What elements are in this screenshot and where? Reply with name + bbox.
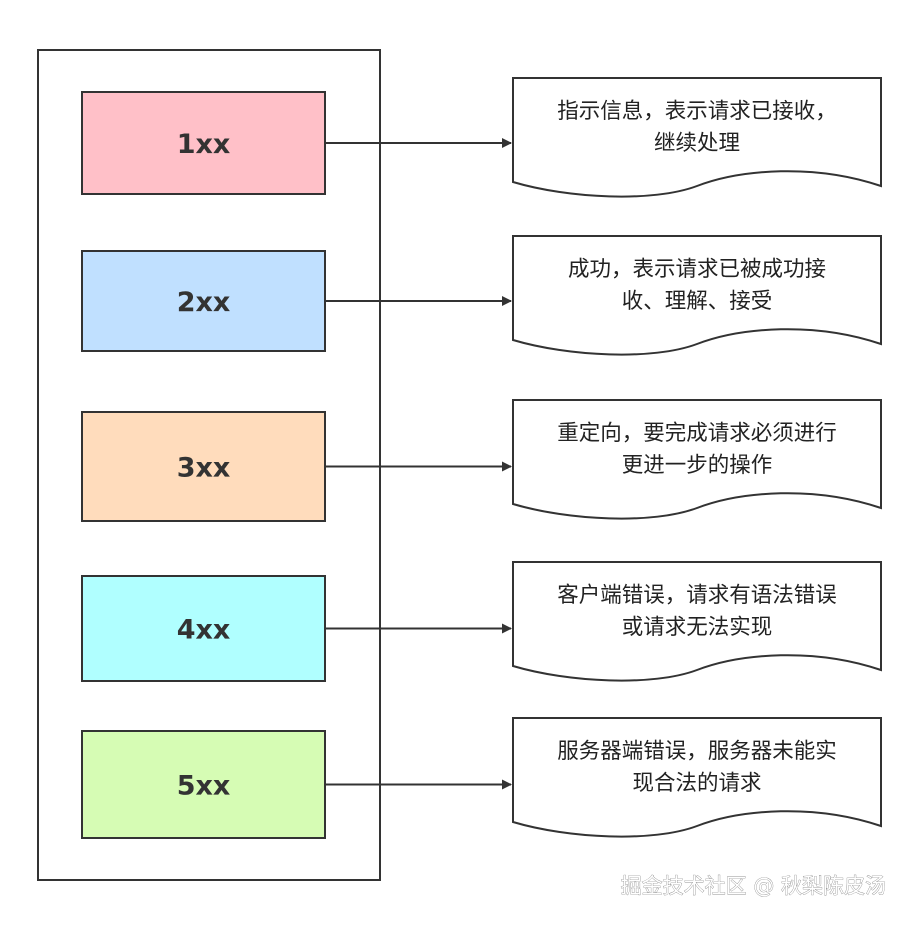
document-shape-4xx bbox=[512, 561, 882, 682]
code-box-5xx bbox=[81, 730, 326, 839]
description-line: 更进一步的操作 bbox=[622, 453, 773, 478]
description-line: 成功，表示请求已被成功接 bbox=[568, 257, 826, 282]
document-shape-5xx bbox=[512, 717, 882, 838]
description-line: 客户端错误，请求有语法错误 bbox=[557, 583, 837, 608]
code-label: 2xx bbox=[177, 287, 231, 318]
code-box-1xx bbox=[81, 91, 326, 195]
code-box-3xx bbox=[81, 411, 326, 522]
code-label: 5xx bbox=[177, 771, 231, 802]
document-shape-2xx bbox=[512, 235, 882, 356]
description-line: 收、理解、接受 bbox=[622, 289, 773, 314]
code-label: 1xx bbox=[177, 129, 231, 160]
description-line: 继续处理 bbox=[654, 131, 740, 156]
code-box-2xx bbox=[81, 250, 326, 352]
description-line: 服务器端错误，服务器未能实 bbox=[557, 739, 837, 764]
description-line: 现合法的请求 bbox=[632, 771, 761, 796]
code-label: 3xx bbox=[177, 453, 231, 484]
outer-container bbox=[37, 49, 381, 881]
description-line: 重定向，要完成请求必须进行 bbox=[557, 421, 837, 446]
description-line: 指示信息，表示请求已接收， bbox=[557, 99, 837, 124]
code-label: 4xx bbox=[177, 615, 231, 646]
document-shape-1xx bbox=[512, 77, 882, 198]
description-line: 或请求无法实现 bbox=[622, 615, 773, 640]
status-row-1xx: 1xx 指示信息，表示请求已接收， 继续处理 bbox=[81, 77, 882, 198]
watermark: 掘金技术社区 @ 秋梨陈皮汤 bbox=[621, 874, 886, 898]
document-shape-3xx bbox=[512, 399, 882, 520]
